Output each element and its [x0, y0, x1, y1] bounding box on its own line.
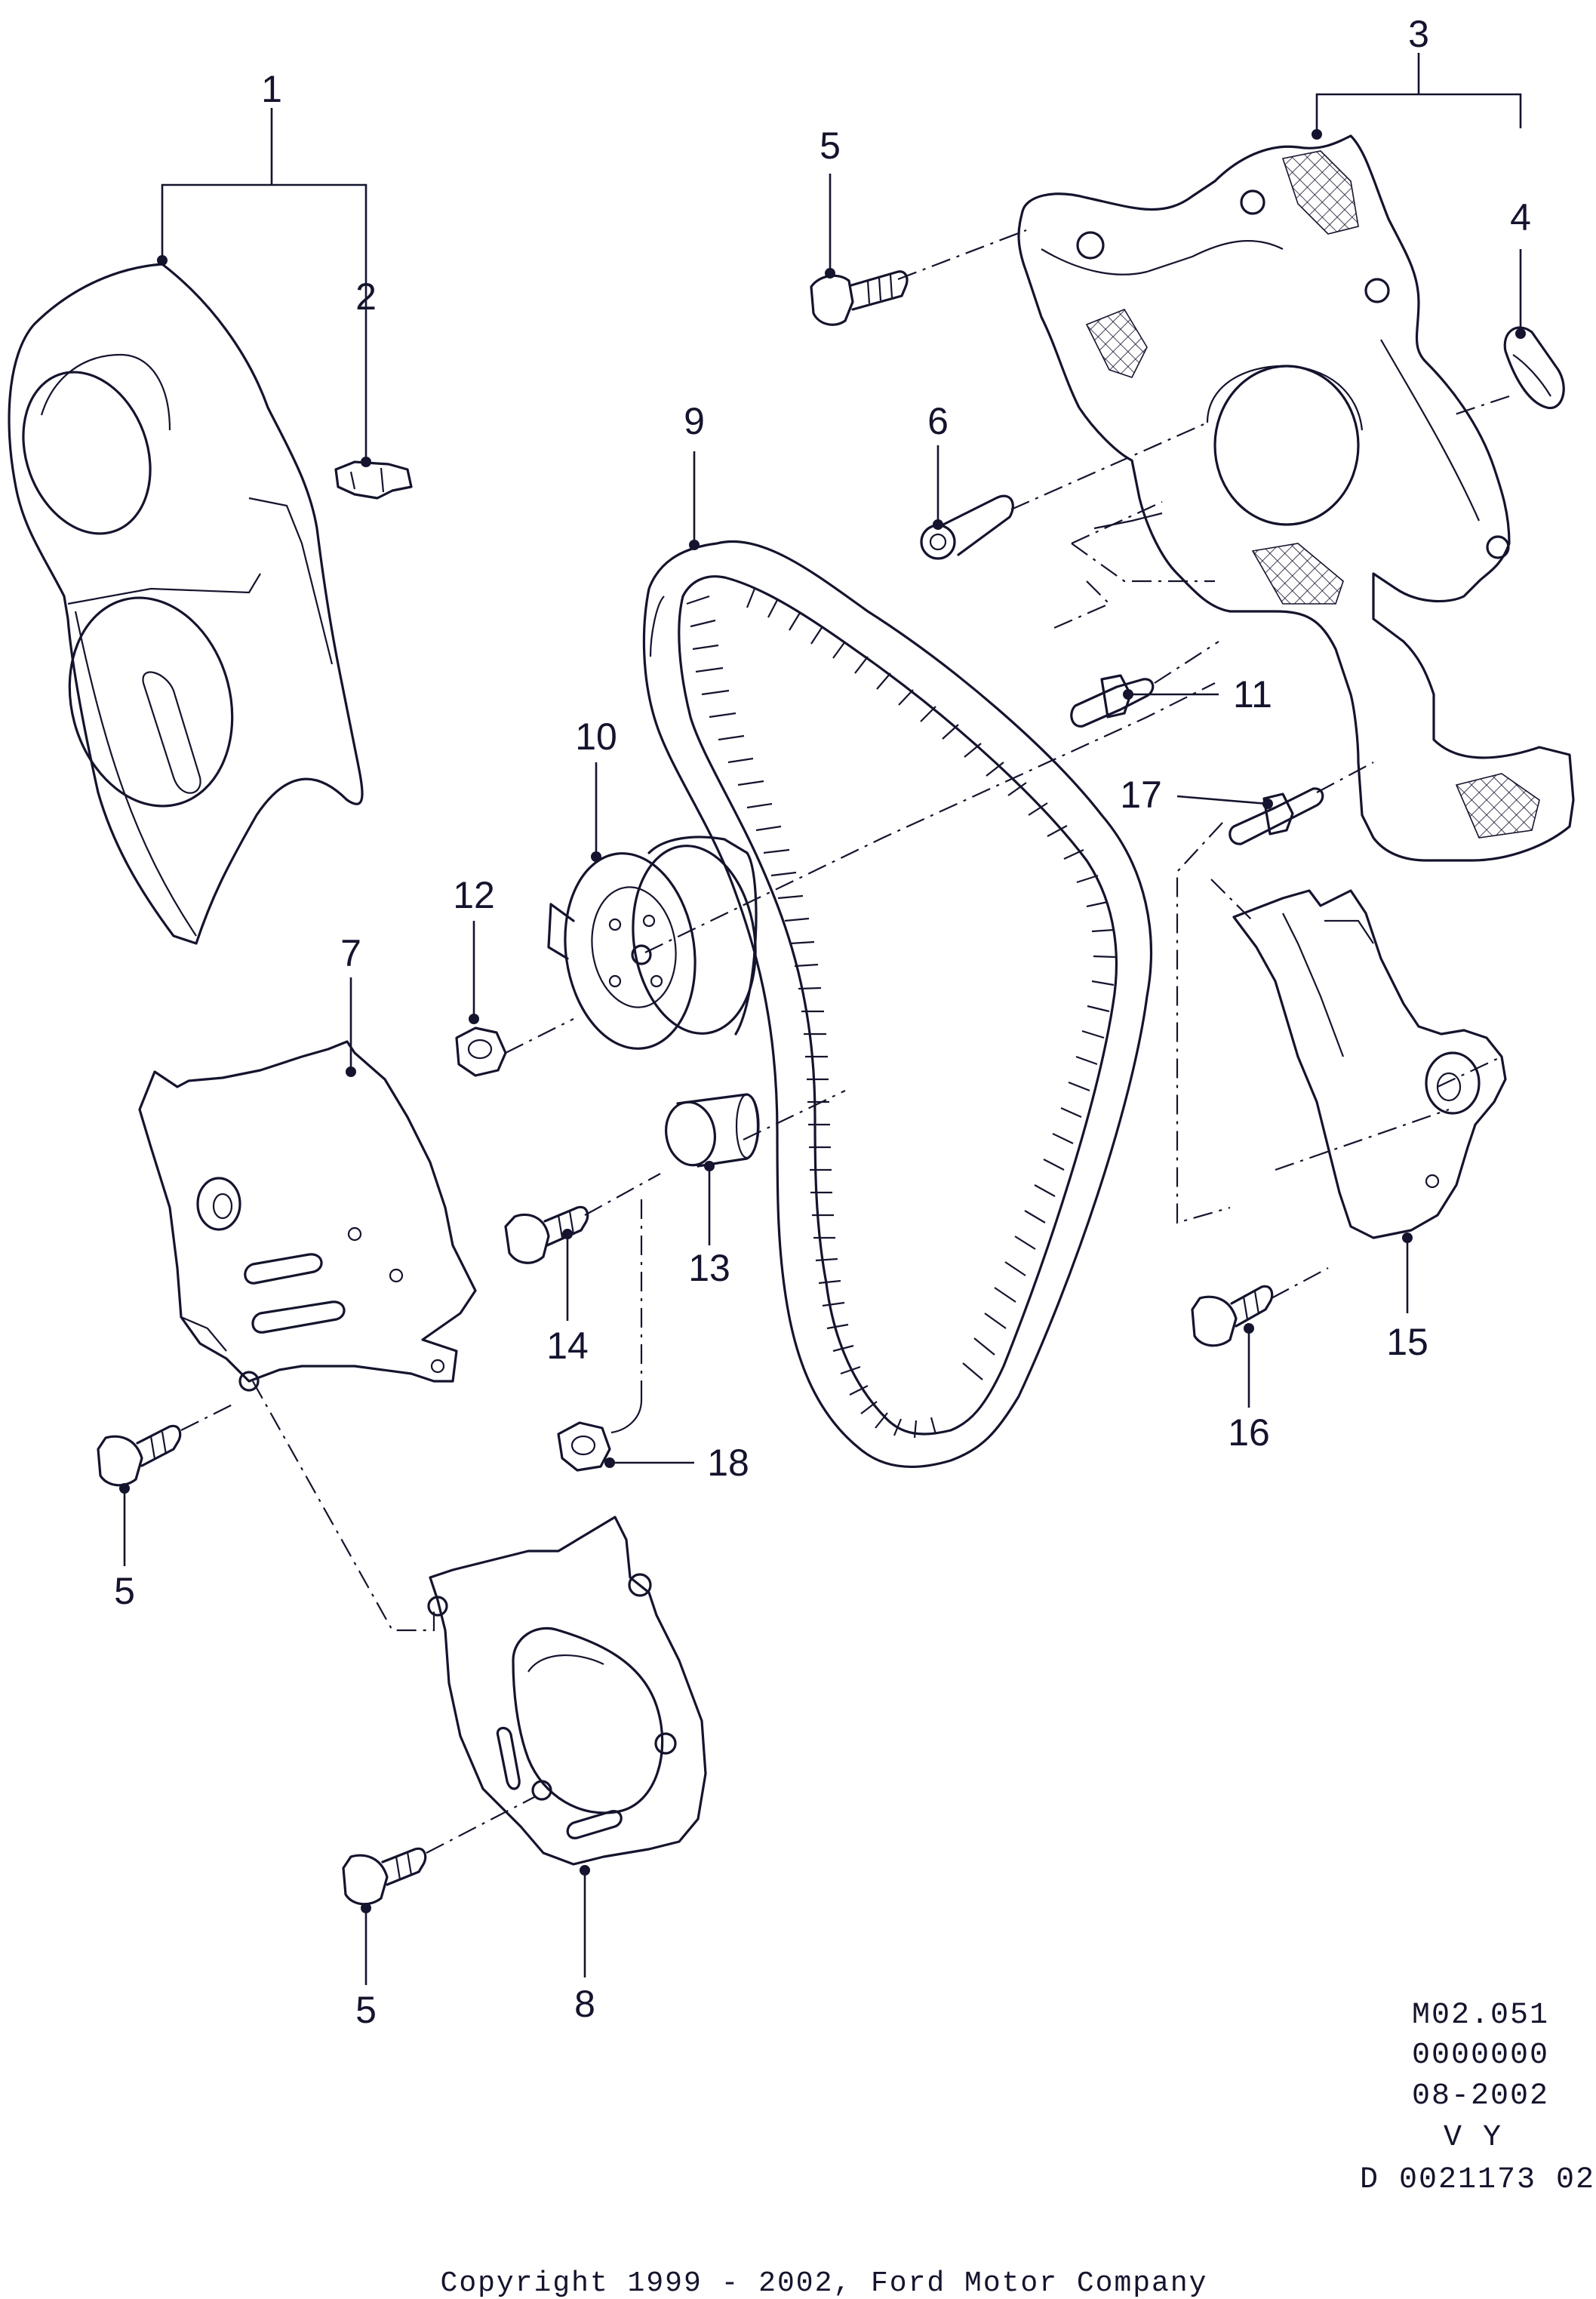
reference-line-1: M02.051 — [1412, 1999, 1549, 2033]
callout-10: 10 — [575, 716, 617, 758]
copyright-notice: Copyright 1999 - 2002, Ford Motor Compan… — [441, 2267, 1208, 2299]
callout-8: 8 — [574, 1983, 595, 2025]
callout-11: 11 — [1233, 673, 1272, 716]
callout-9: 9 — [684, 400, 705, 442]
callout-16: 16 — [1228, 1411, 1270, 1454]
callout-labels: 1 2 3 4 5 6 9 10 11 12 7 17 13 14 15 16 … — [114, 13, 1531, 2031]
reference-line-2: 0000000 — [1412, 2039, 1549, 2073]
bolt-part-16 — [1191, 1285, 1274, 1347]
callout-17: 17 — [1120, 774, 1162, 816]
lower-cover-plate-part-7 — [138, 1040, 477, 1392]
flange-bolt-part-5-top — [810, 270, 909, 326]
callout-5-bottom: 5 — [355, 1989, 377, 2031]
callout-4: 4 — [1510, 196, 1531, 239]
callout-18: 18 — [707, 1442, 749, 1484]
timing-belt-part-9 — [642, 540, 1153, 1468]
callout-2: 2 — [355, 275, 377, 318]
cover-clip-part-2 — [334, 460, 413, 500]
reference-line-5: D 0021173 02 — [1360, 2163, 1595, 2197]
spacer-sleeve-part-13 — [665, 1093, 760, 1168]
upper-timing-cover-part-1 — [8, 263, 364, 945]
stud-part-11 — [1070, 674, 1155, 728]
callout-6: 6 — [927, 400, 949, 442]
timing-back-plate-part-3 — [1017, 134, 1575, 862]
callout-3: 3 — [1408, 13, 1429, 55]
callout-5-top: 5 — [820, 125, 841, 167]
callout-14: 14 — [546, 1325, 589, 1367]
tensioner-pulley-part-10 — [547, 836, 758, 1050]
stud-part-17 — [1229, 787, 1324, 845]
callout-12: 12 — [453, 874, 495, 916]
assembly-center-lines — [180, 229, 1510, 1854]
callout-15: 15 — [1386, 1321, 1428, 1363]
flange-bolt-part-5-left — [97, 1424, 182, 1487]
callout-13: 13 — [688, 1247, 730, 1289]
lower-front-cover-part-15 — [1232, 889, 1507, 1239]
callout-1: 1 — [261, 68, 282, 110]
bolt-part-14 — [504, 1205, 589, 1264]
callout-5-left: 5 — [114, 1570, 135, 1612]
reference-block: M02.051 0000000 08-2002 V Y D 0021173 02 — [1360, 1999, 1595, 2197]
nut-part-18 — [557, 1421, 611, 1472]
reference-line-4: V Y — [1444, 2121, 1502, 2155]
crankshaft-cover-part-8 — [427, 1516, 707, 1866]
flange-bolt-part-5-bottom — [342, 1847, 427, 1906]
plug-part-4 — [1503, 326, 1565, 410]
nut-part-12 — [455, 1026, 507, 1077]
leader-lines — [119, 53, 1526, 1985]
reference-line-3: 08-2002 — [1412, 2079, 1549, 2113]
callout-7: 7 — [340, 932, 361, 974]
